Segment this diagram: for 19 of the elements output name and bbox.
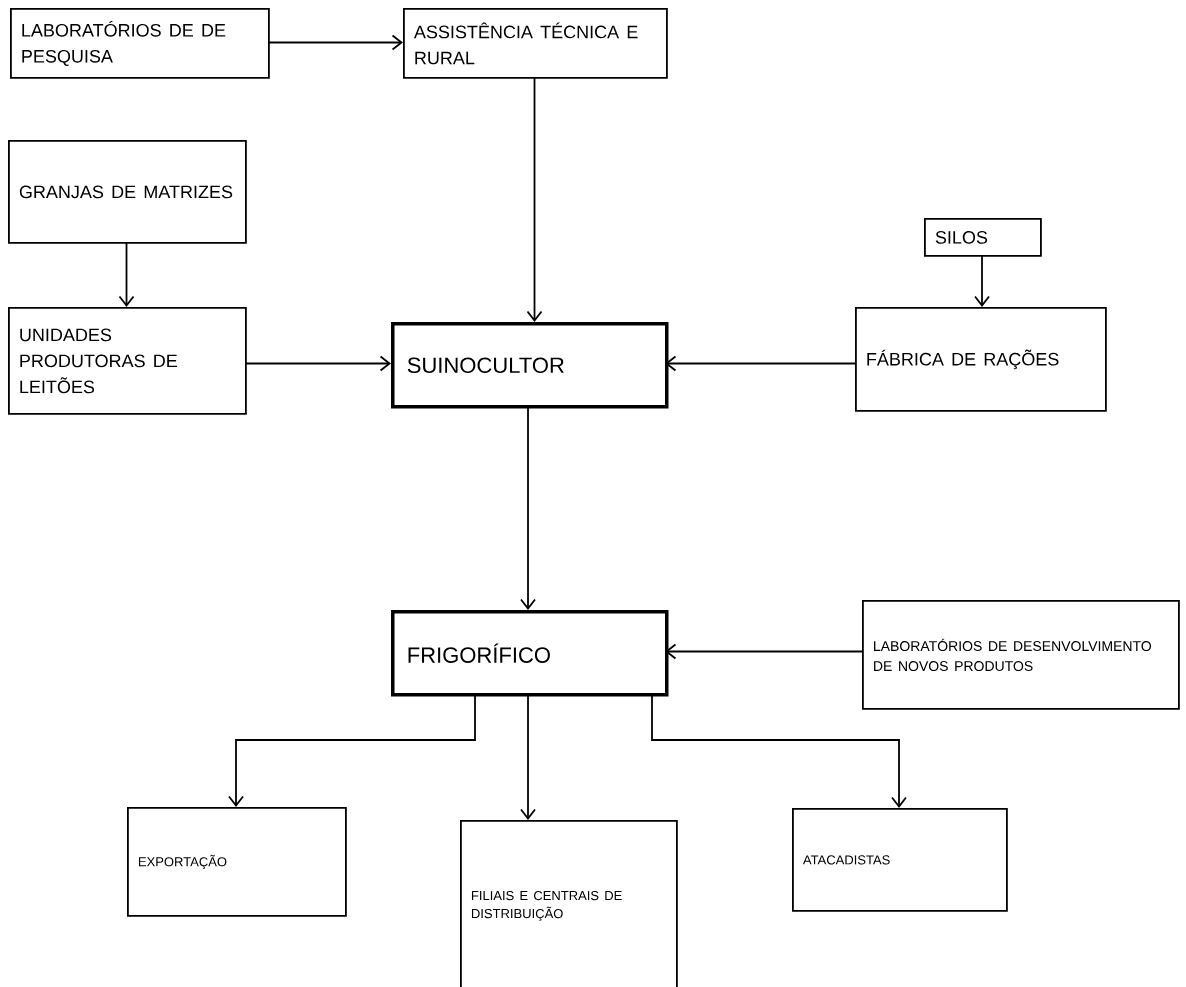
process-box: ASSISTÊNCIA TÉCNICA E RURAL: [403, 8, 668, 79]
process-box: LABORATÓRIOS DE DESENVOLVIMENTO DE NOVOS PRODUTOS: [862, 600, 1180, 710]
process-box: UNIDADES PRODUTORAS DE LEITÕES: [8, 307, 247, 415]
arrow: [665, 355, 856, 372]
process-box: SUINOCULTOR: [391, 322, 669, 409]
process-box: FÁBRICA DE RAÇÕES: [855, 307, 1107, 412]
process-box: ATACADISTAS: [792, 808, 1008, 912]
process-box: GRANJAS DE MATRIZES: [8, 140, 247, 244]
arrow: [267, 34, 403, 51]
process-box: EXPORTAÇÃO: [127, 807, 347, 917]
arrow: [526, 76, 543, 322]
process-box: LABORATÓRIOS DE DE PESQUISA: [10, 8, 270, 79]
arrow: [974, 254, 990, 307]
process-box: SILOS: [924, 218, 1042, 257]
process-box: FILIAIS E CENTRAIS DE DISTRIBUIÇÃO: [460, 820, 678, 987]
arrow: [118, 241, 135, 307]
arrow: [665, 643, 863, 660]
arrow: [244, 355, 391, 372]
process-box: FRIGORÍFICO: [391, 610, 669, 697]
